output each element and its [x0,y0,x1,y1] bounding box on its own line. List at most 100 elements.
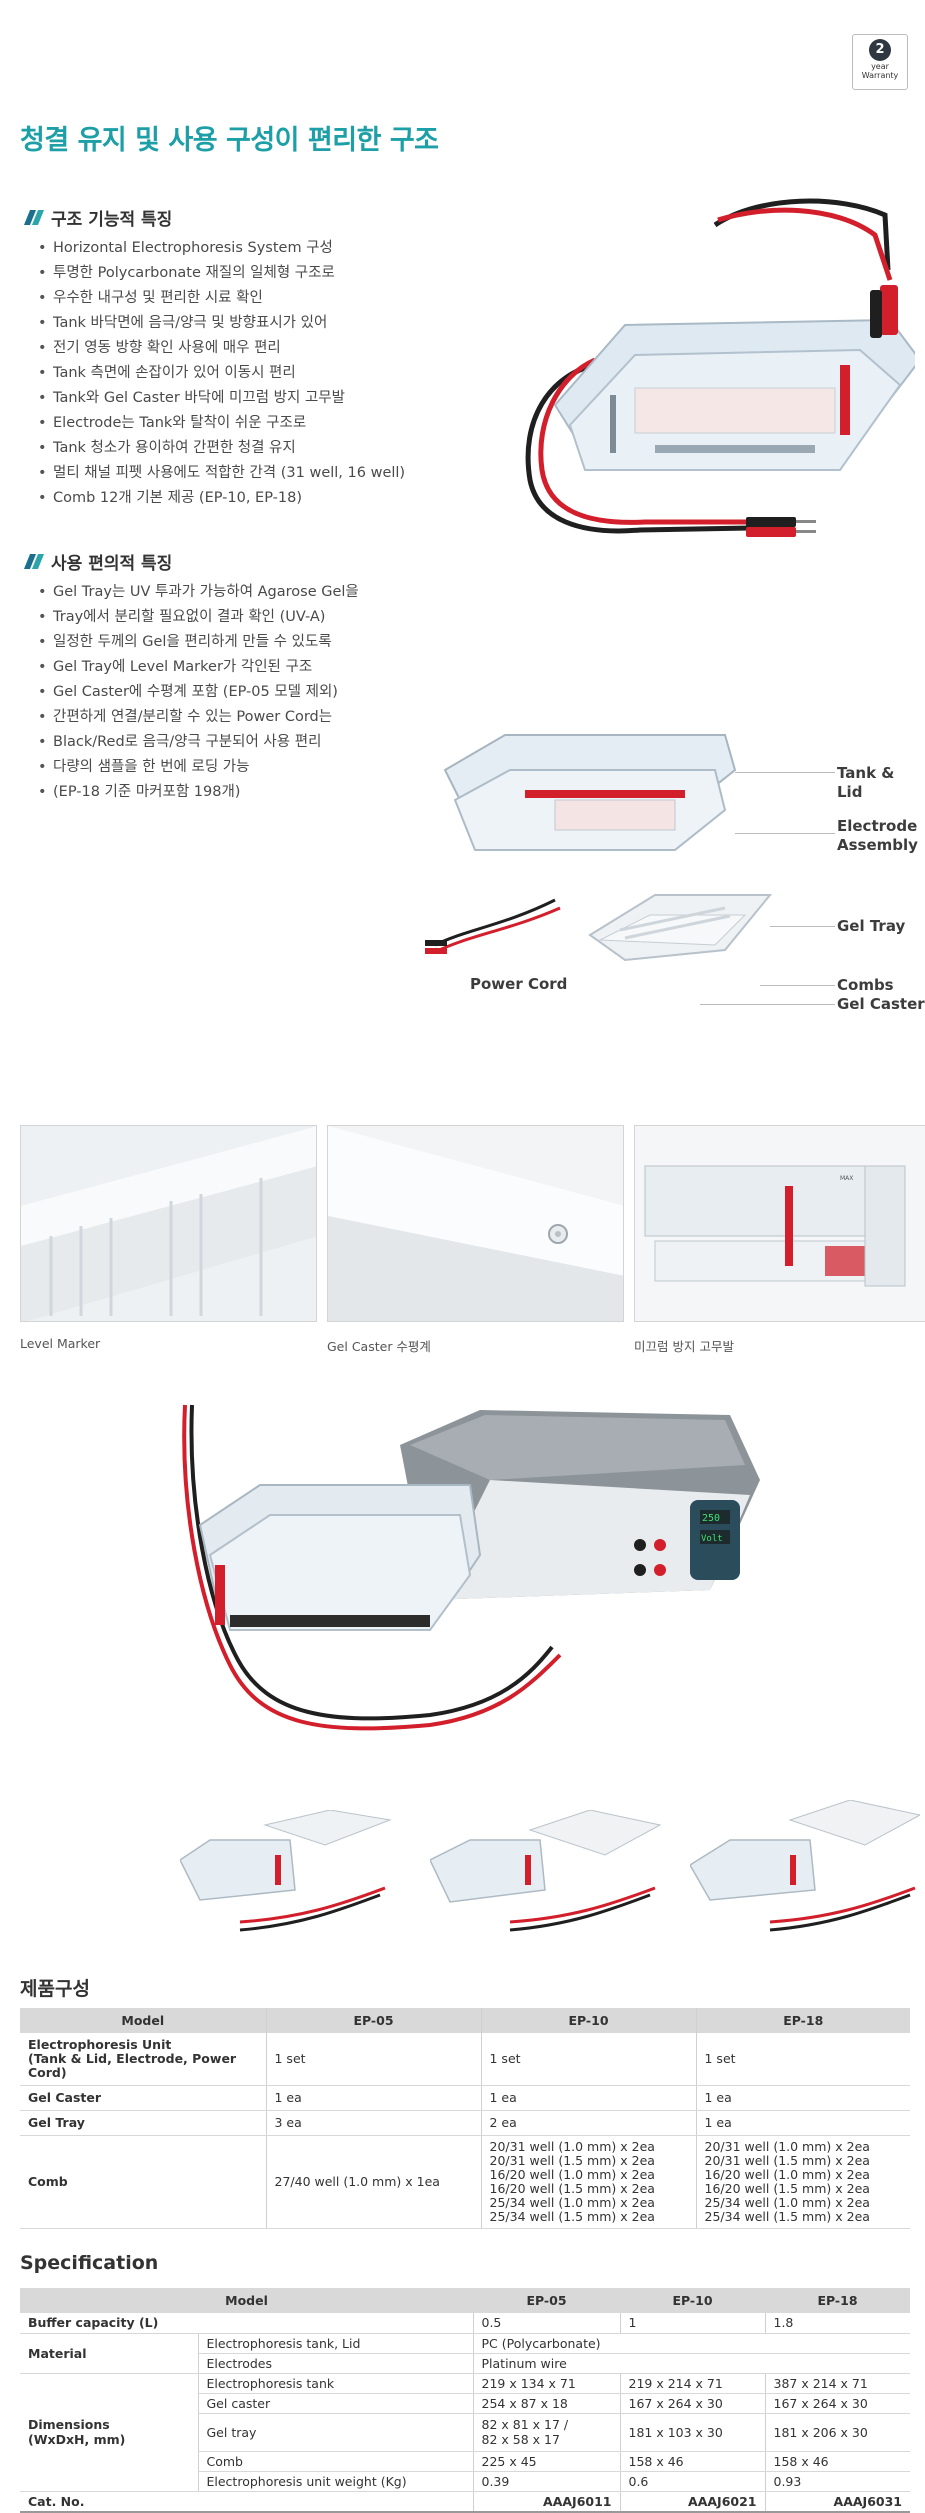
section-marker-icon [23,554,45,569]
table-cell: 0.5 [472,2313,620,2334]
thumbnail-ep-18 [690,1800,920,1932]
header-ep-10: EP-10 [480,2008,696,2033]
table-cell: 27/40 well (1.0 mm) x 1ea [265,2135,481,2229]
callout-tank-lid: Tank & Lid [837,764,895,801]
feature-list-structure: Horizontal Electrophoresis System 구성투명한 … [38,236,458,511]
feature-item: 우수한 내구성 및 편리한 시료 확인 [38,286,458,311]
caption-level-marker: Level Marker [20,1336,101,1351]
callout-line [700,1004,835,1005]
table-row: Gel Tray 3 ea 2 ea 1 ea [20,2110,910,2136]
specification-title: Specification [20,2252,159,2274]
header-ep-18: EP-18 [765,2288,910,2313]
row-label-line: Gel Caster [28,2090,102,2105]
composition-title: 제품구성 [20,1978,90,2000]
feature-item: Gel Caster에 수평계 포함 (EP-05 모델 제외) [38,680,458,705]
row-label: Buffer capacity (L) [20,2313,473,2334]
row-label-line: Electrophoresis Unit [28,2037,172,2052]
table-cell: 167 x 264 x 30 [619,2393,765,2414]
feature-item: Tray에서 분리할 필요없이 결과 확인 (UV-A) [38,605,458,630]
table-cell: 1.8 [764,2313,910,2334]
cell-line: 167 x 264 x 30 [628,2395,723,2411]
cell-line: 167 x 264 x 30 [773,2395,868,2411]
cell-line: 0.6 [628,2473,649,2489]
row-sublabel: Gel caster [197,2393,473,2414]
row-label: Dimensions(WxDxH, mm) [20,2373,198,2492]
row-label: Material [20,2333,198,2374]
feature-item: 간편하게 연결/분리할 수 있는 Power Cord는 [38,705,458,730]
cell-line: 254 x 87 x 18 [481,2395,568,2411]
table-cell: 225 x 45 [472,2451,620,2472]
header-model: Model [20,2008,266,2033]
warranty-line-2: Warranty [861,71,899,80]
thumbnail-ep-05 [180,1810,392,1932]
cell-line: 1 ea [274,2090,302,2105]
row-label-line: Comb [28,2174,68,2189]
cell-line: 20/31 well (1.0 mm) x 2ea [489,2139,655,2154]
header-ep-18: EP-18 [695,2008,910,2033]
table-cell: 1 set [480,2033,696,2086]
table-cell: 1 ea [695,2085,910,2111]
table-row: Electrophoresis Unit(Tank & Lid, Electro… [20,2033,910,2086]
feature-item: Tank 측면에 손잡이가 있어 이동시 편리 [38,361,458,386]
cell-line: 25/34 well (1.5 mm) x 2ea [704,2209,870,2224]
cell-line: 16/20 well (1.0 mm) x 2ea [489,2167,655,2182]
cell-line: 181 x 206 x 30 [773,2424,868,2440]
cell-line: 20/31 well (1.5 mm) x 2ea [704,2153,870,2168]
callout-electrode-line-1: Electrode [837,817,918,835]
photo-level-marker [20,1125,317,1322]
catalog-number: AAAJ6031 [764,2491,910,2512]
caption-anti-slip: 미끄럼 방지 고무발 [634,1339,734,1354]
cell-line: 16/20 well (1.5 mm) x 2ea [704,2181,870,2196]
callout-line [770,926,835,927]
feature-item: 일정한 두께의 Gel을 편리하게 만들 수 있도록 [38,630,458,655]
callout-line [760,985,835,986]
callout-gel-tray: Gel Tray [837,917,906,935]
section-marker-icon [23,210,45,225]
feature-item: 전기 영동 방향 확인 사용에 매우 편리 [38,336,458,361]
feature-item: Gel Tray는 UV 투과가 가능하여 Agarose Gel을 [38,580,458,605]
caption-gel-caster-level: Gel Caster 수평계 [327,1339,431,1354]
header-ep-10: EP-10 [620,2288,765,2313]
table-cell: 1 ea [695,2110,910,2136]
cell-line: 1 set [489,2051,521,2066]
callout-electrode-line-2: Assembly [837,836,918,854]
table-cell: 3 ea [265,2110,481,2136]
cell-line: 2 ea [489,2115,517,2130]
display-mode: Volt [701,1534,723,1544]
max-label: MAX [840,1175,853,1182]
section-title: 구조 기능적 특징 [51,210,173,230]
table-cell: 1 ea [265,2085,481,2111]
table-cell: 1 [619,2313,765,2334]
row-sublabel: Gel tray [197,2413,473,2452]
cell-line: 1 ea [704,2090,732,2105]
row-label-line: Dimensions [28,2417,110,2432]
table-cell: 219 x 214 x 71 [619,2373,765,2394]
row-sublabel: Electrophoresis tank, Lid [197,2333,473,2354]
cell-line: 20/31 well (1.5 mm) x 2ea [489,2153,655,2168]
row-label-line: Gel Tray [28,2115,85,2130]
header-model: Model [20,2288,473,2313]
feature-item: Gel Tray에 Level Marker가 각인된 구조 [38,655,458,680]
cell-line: 0.39 [481,2473,510,2489]
table-row: Dimensions(WxDxH, mm)Electrophoresis tan… [20,2373,910,2492]
table-cell: Platinum wire [472,2353,910,2374]
cell-line: 82 x 58 x 17 [481,2432,560,2447]
feature-item: Electrode는 Tank와 탈착이 쉬운 구조로 [38,411,458,436]
cell-line: 1 ea [704,2115,732,2130]
cell-line: 1 set [704,2051,736,2066]
table-cell: 82 x 81 x 17 /82 x 58 x 17 [472,2413,620,2452]
cell-line: 27/40 well (1.0 mm) x 1ea [274,2174,440,2189]
table-cell: 1 set [695,2033,910,2086]
table-cell: 1 set [265,2033,481,2086]
photo-anti-slip-pad: MAX [634,1125,925,1322]
table-cell: 0.93 [764,2471,910,2492]
product-image-exploded [425,734,773,962]
callout-combs: Combs [837,976,894,994]
row-sublabel: Comb [197,2451,473,2472]
